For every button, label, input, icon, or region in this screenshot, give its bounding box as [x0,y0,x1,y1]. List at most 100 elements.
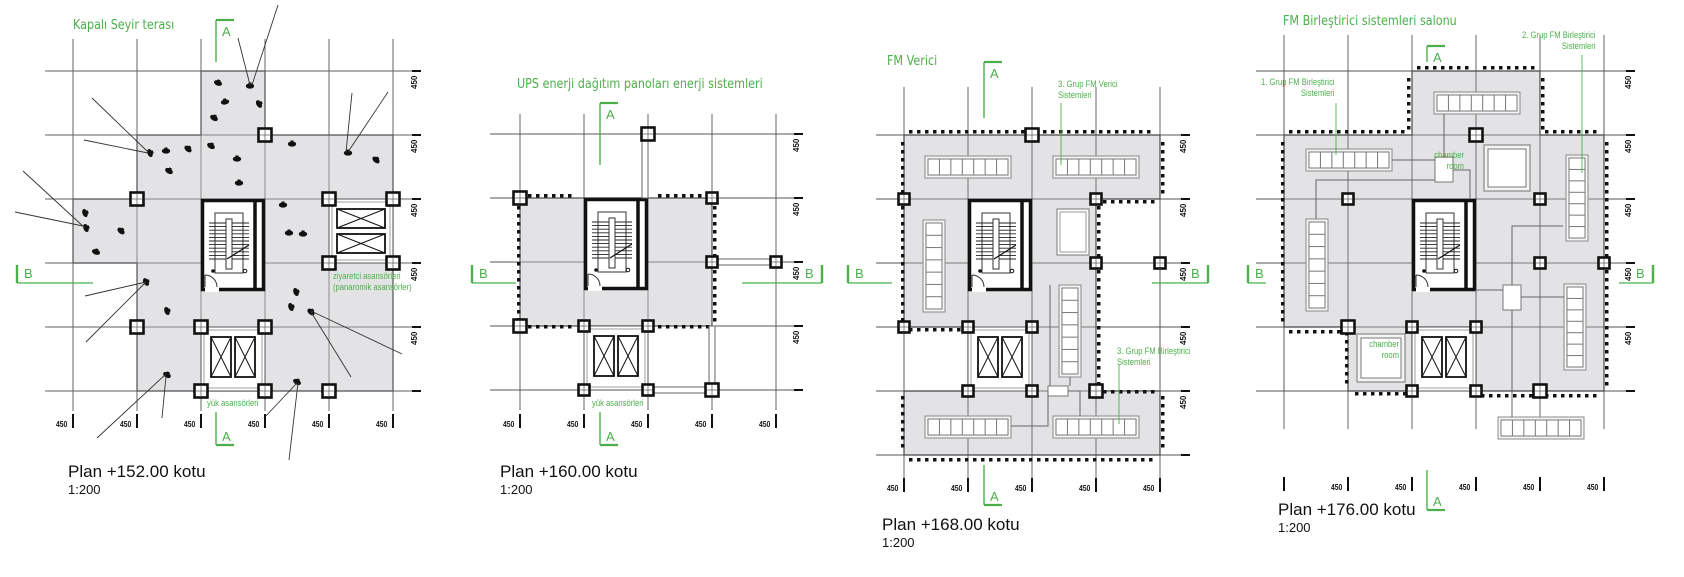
person-figure-head [295,289,300,294]
person-figure-head [222,98,227,102]
facade-mullion [901,302,905,306]
elevator-cross [336,208,386,229]
facade-mullion [949,328,953,332]
dimension-label: 450 [410,139,419,153]
facade-mullion [933,328,937,332]
facade-mullion [901,158,905,162]
note-line: Sistemleri [1301,88,1335,98]
section-marker-b: B [1191,266,1200,281]
facade-mullion [1541,86,1545,90]
facade-mullion [973,458,977,462]
facade-mullion [901,254,905,258]
facade-mullion [1149,458,1153,462]
person-figure-head [295,378,301,383]
facade-mullion [1407,118,1411,122]
facade-mullion [1123,130,1127,134]
facade-mullion [1361,130,1365,134]
facade-mullion [690,194,694,198]
facade-mullion [536,194,540,198]
facade-mullion [1523,66,1527,70]
facade-mullion [1281,190,1285,194]
facade-mullion [713,230,717,234]
equipment-rack [927,418,1009,436]
elevator-cross [1001,336,1023,378]
facade-mullion [1561,130,1565,134]
facade-mullion [1407,110,1411,114]
facade-mullion [1529,394,1533,398]
plan-168-note-group3-combiner: 3. Grup FM Birleştirici Sistemleri [1117,346,1191,368]
door-opening [972,287,986,292]
stair-well [225,218,233,270]
facade-mullion [1605,358,1609,362]
facade-mullion [713,302,717,306]
facade-mullion [1005,458,1009,462]
chamber-room-inner [1360,337,1402,379]
facade-mullion [1085,458,1089,462]
facade-mullion [1407,102,1411,106]
facade-mullion [1111,390,1115,394]
facade-mullion [1281,214,1285,218]
junction-box [1502,284,1522,311]
facade-mullion [901,222,905,226]
facade-mullion [1161,428,1165,432]
facade-mullion [1161,420,1165,424]
stair-core-wall [200,198,266,292]
equipment-rack [927,158,1009,176]
facade-mullion [1281,222,1285,226]
section-marker-a: A [606,107,615,122]
chamber-room-inner [1487,148,1527,188]
section-marker-a: A [222,24,231,39]
facade-mullion [1097,294,1101,298]
facade-mullion [901,286,905,290]
facade-mullion [1305,130,1309,134]
facade-mullion [1433,66,1437,70]
facade-mullion [901,230,905,234]
facade-mullion [973,130,977,134]
facade-mullion [1395,392,1399,396]
facade-mullion [1605,190,1609,194]
facade-mullion [1281,150,1285,154]
facade-mullion [901,174,905,178]
section-marker-a: A [606,429,615,444]
elevator-cross [977,336,999,378]
facade-mullion [1569,394,1573,398]
facade-mullion [1037,458,1041,462]
dimension-label: 450 [695,419,706,429]
facade-mullion [713,310,717,314]
dimension-label: 450 [1015,483,1026,493]
facade-mullion [1345,372,1349,376]
walkway [708,325,716,391]
facade-mullion [1553,394,1557,398]
facade-mullion [1321,130,1325,134]
leader-line [161,375,167,419]
person-figure-head [166,308,171,313]
person-figure-head [375,156,380,161]
equipment-rack [1055,158,1137,176]
facade-mullion [1345,130,1349,134]
note-line: chamber [1369,339,1399,349]
facade-mullion [1407,78,1411,82]
facade-mullion [1013,130,1017,134]
facade-mullion [1297,130,1301,134]
facade-mullion [1605,318,1609,322]
facade-mullion [552,325,556,329]
facade-mullion [1491,66,1495,70]
facade-mullion [933,458,937,462]
facade-mullion [1161,444,1165,448]
facade-mullion [1337,330,1341,334]
door-swing [1415,274,1429,288]
facade-mullion [1131,130,1135,134]
person-figure-head [212,114,218,119]
facade-mullion [1605,326,1609,330]
dimension-label: 450 [567,419,578,429]
leader-line [14,211,84,227]
facade-mullion [1417,66,1421,70]
dimension-label: 450 [1179,395,1188,409]
facade-mullion [1531,66,1535,70]
facade-mullion [1329,330,1333,334]
facade-mullion [1161,396,1165,400]
note-line: room [1446,161,1464,171]
facade-mullion [666,194,670,198]
